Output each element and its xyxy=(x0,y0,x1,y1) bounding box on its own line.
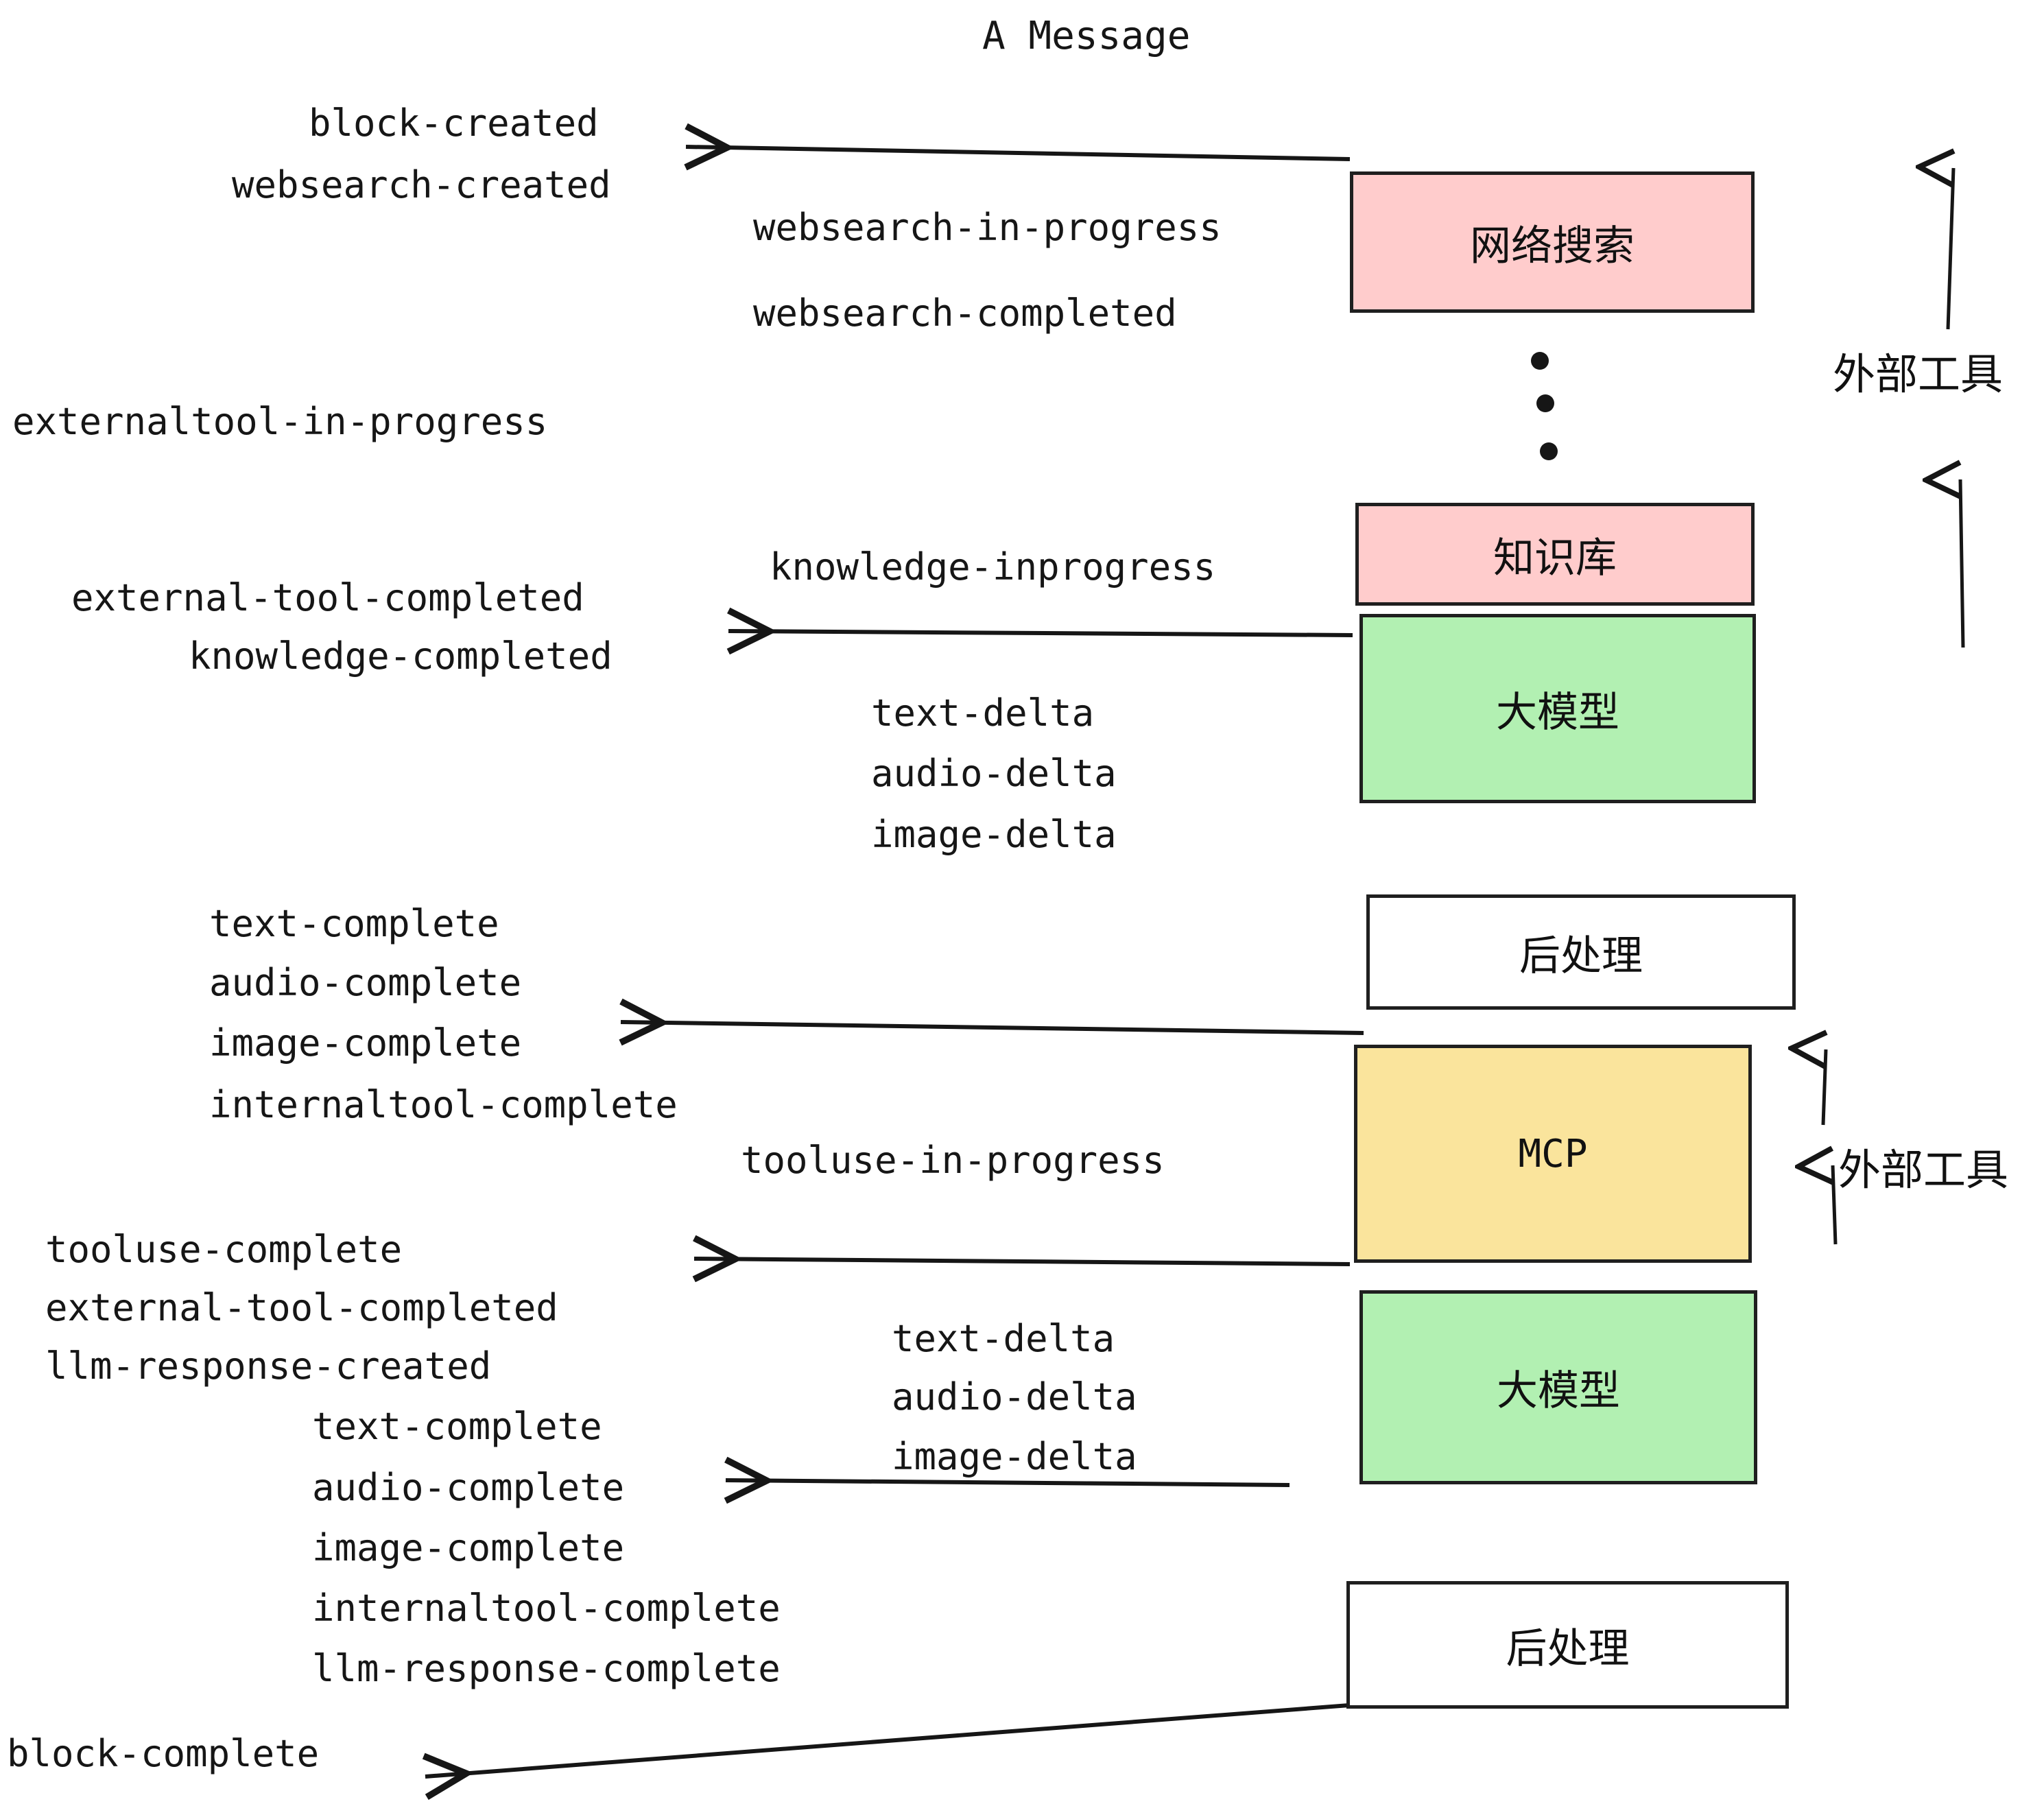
event-llm-response-created: llm-response-created xyxy=(45,1344,492,1388)
event-llm-response-complete: llm-response-complete xyxy=(312,1647,781,1690)
node-postprocess-bottom-label: 后处理 xyxy=(1506,1624,1630,1673)
arrow-mcp-to-tooluse-complete xyxy=(694,1259,1351,1264)
node-llm-bottom-label: 大模型 xyxy=(1497,1367,1620,1415)
event-internaltool-complete-2: internaltool-complete xyxy=(312,1587,781,1630)
node-llm-top-label: 大模型 xyxy=(1496,688,1619,737)
node-llm-bottom[interactable]: 大模型 xyxy=(1359,1290,1757,1484)
event-external-tool-completed-1: external-tool-completed xyxy=(71,576,584,619)
event-image-delta-2: image-delta xyxy=(892,1435,1137,1478)
event-external-tool-completed-2: external-tool-completed xyxy=(45,1286,558,1329)
event-block-complete: block-complete xyxy=(7,1732,320,1775)
event-websearch-in-progress: websearch-in-progress xyxy=(753,206,1222,249)
event-image-complete-1: image-complete xyxy=(209,1021,522,1065)
event-text-complete-2: text-complete xyxy=(312,1405,602,1448)
arrow-postprocess-to-image-complete xyxy=(621,1022,1364,1033)
node-mcp-label: MCP xyxy=(1518,1131,1588,1176)
event-tooluse-in-progress: tooluse-in-progress xyxy=(741,1139,1165,1182)
node-websearch-label: 网络搜索 xyxy=(1470,222,1635,270)
node-postprocess-top-label: 后处理 xyxy=(1519,931,1643,980)
event-audio-complete-2: audio-complete xyxy=(312,1466,625,1509)
event-audio-delta-1: audio-delta xyxy=(871,752,1117,795)
event-text-delta-2: text-delta xyxy=(892,1317,1115,1360)
arrow-external-tools-down-lower xyxy=(1833,1165,1838,1245)
page-title: A Message xyxy=(982,14,1191,58)
event-websearch-completed: websearch-completed xyxy=(753,292,1177,335)
arrow-external-tools-up-lower xyxy=(1823,1049,1826,1126)
event-block-created: block-created xyxy=(309,102,599,145)
event-tooluse-complete: tooluse-complete xyxy=(45,1228,403,1271)
event-text-delta-1: text-delta xyxy=(871,691,1095,735)
arrow-llm-to-audio-complete xyxy=(726,1480,1290,1485)
event-image-delta-1: image-delta xyxy=(871,813,1117,856)
external-tools-label-upper: 外部工具 xyxy=(1833,349,2004,399)
event-text-complete-1: text-complete xyxy=(209,902,499,945)
ellipsis-dot xyxy=(1540,442,1558,460)
node-mcp[interactable]: MCP xyxy=(1354,1045,1752,1263)
node-llm-top[interactable]: 大模型 xyxy=(1359,614,1756,803)
arrow-postprocess-to-block-complete xyxy=(425,1702,1359,1777)
arrow-external-tools-up-upper xyxy=(1948,168,1953,330)
ellipsis-dot xyxy=(1531,352,1549,370)
event-knowledge-completed: knowledge-completed xyxy=(189,634,613,678)
event-websearch-created: websearch-created xyxy=(232,163,611,206)
node-websearch[interactable]: 网络搜索 xyxy=(1350,171,1755,313)
event-internaltool-complete-1: internaltool-complete xyxy=(209,1083,678,1126)
node-postprocess-bottom[interactable]: 后处理 xyxy=(1346,1581,1789,1709)
node-knowledge-label: 知识库 xyxy=(1493,534,1617,582)
event-image-complete-2: image-complete xyxy=(312,1526,625,1569)
arrow-websearch-to-block-created xyxy=(686,147,1351,159)
event-audio-delta-2: audio-delta xyxy=(892,1375,1137,1419)
external-tools-label-lower: 外部工具 xyxy=(1838,1145,2009,1195)
event-externaltool-in-progress: externaltool-in-progress xyxy=(12,400,548,443)
event-audio-complete-1: audio-complete xyxy=(209,961,522,1004)
node-knowledge[interactable]: 知识库 xyxy=(1355,503,1755,606)
arrow-knowledge-to-completed xyxy=(728,631,1353,635)
node-postprocess-top[interactable]: 后处理 xyxy=(1366,894,1796,1010)
arrow-external-tools-down-upper xyxy=(1960,479,1965,648)
ellipsis-dot xyxy=(1536,394,1554,412)
event-knowledge-inprogress: knowledge-inprogress xyxy=(770,545,1216,589)
